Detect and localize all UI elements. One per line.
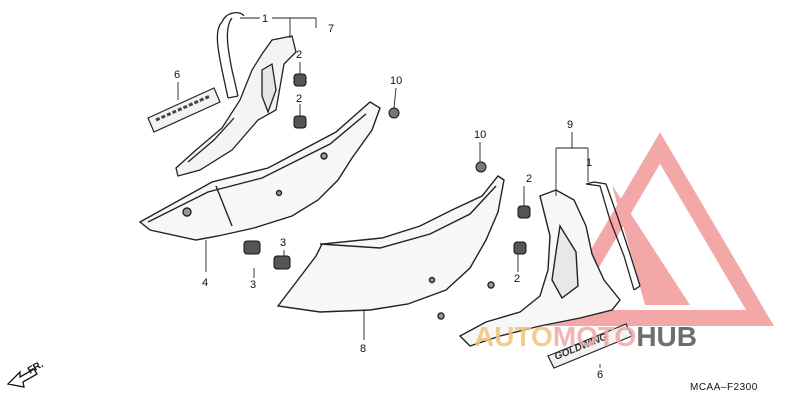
callout-9: 9 (567, 119, 573, 131)
callout-10-a: 10 (390, 75, 402, 87)
watermark-wordmark: AUTOMOTOHUB (474, 321, 697, 352)
arrow-icon (6, 368, 38, 388)
watermark-triangle-inner (612, 185, 690, 305)
part-upper-bracket (175, 35, 297, 177)
callout-2-right-b: 2 (514, 273, 520, 285)
callout-8: 8 (360, 343, 366, 355)
callout-3-b: 3 (250, 279, 256, 291)
bolts (388, 107, 487, 173)
callout-2-right-a: 2 (526, 173, 532, 185)
callout-numbers: 1 7 2 2 6 10 10 9 1 2 2 3 3 4 8 6 (174, 13, 603, 381)
callout-3-a: 3 (280, 237, 286, 249)
watermark-triangle-outer (546, 132, 774, 326)
callout-1-top: 1 (262, 13, 268, 25)
watermark-text-hub: HUB (636, 321, 697, 352)
watermark-logo (546, 132, 774, 326)
grommets-bottom (243, 240, 291, 270)
part-side-cover-main (276, 175, 505, 320)
watermark-text-moto: MOTO (553, 321, 636, 352)
callout-2-upper-b: 2 (296, 93, 302, 105)
grommets (293, 73, 531, 255)
part-hose-right (585, 181, 641, 291)
callout-1-right: 1 (586, 157, 592, 169)
part-inner-cover-left (138, 101, 381, 241)
callout-4: 4 (202, 277, 208, 289)
svg-text:AUTOMOTOHUB: AUTOMOTOHUB (474, 321, 697, 352)
front-direction-arrow: FR. (6, 359, 46, 388)
part-hose-top (216, 11, 245, 99)
part-emblem-left (147, 87, 221, 133)
direction-label: FR. (26, 359, 46, 377)
callout-6-right: 6 (597, 369, 603, 381)
callout-10-b: 10 (474, 129, 486, 141)
callout-2-upper-a: 2 (296, 49, 302, 61)
watermark-text-auto: AUTO (474, 321, 553, 352)
callout-6-left: 6 (174, 69, 180, 81)
callout-7: 7 (328, 23, 334, 35)
part-rear-panel-right (458, 189, 621, 347)
part-code-label: MCAA–F2300 (690, 382, 758, 393)
leader-lines (177, 17, 601, 368)
